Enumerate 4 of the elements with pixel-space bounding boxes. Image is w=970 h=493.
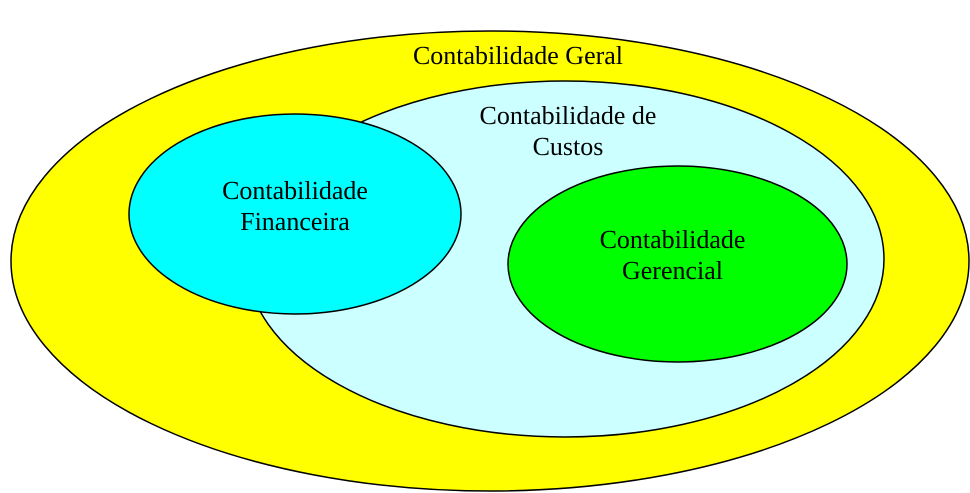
set-label: Contabilidade Financeira — [221, 175, 369, 237]
set-label: Contabilidade de Custos — [478, 100, 658, 162]
set-label: Contabilidade Gerencial — [598, 224, 746, 286]
set-label: Contabilidade Geral — [412, 40, 624, 71]
